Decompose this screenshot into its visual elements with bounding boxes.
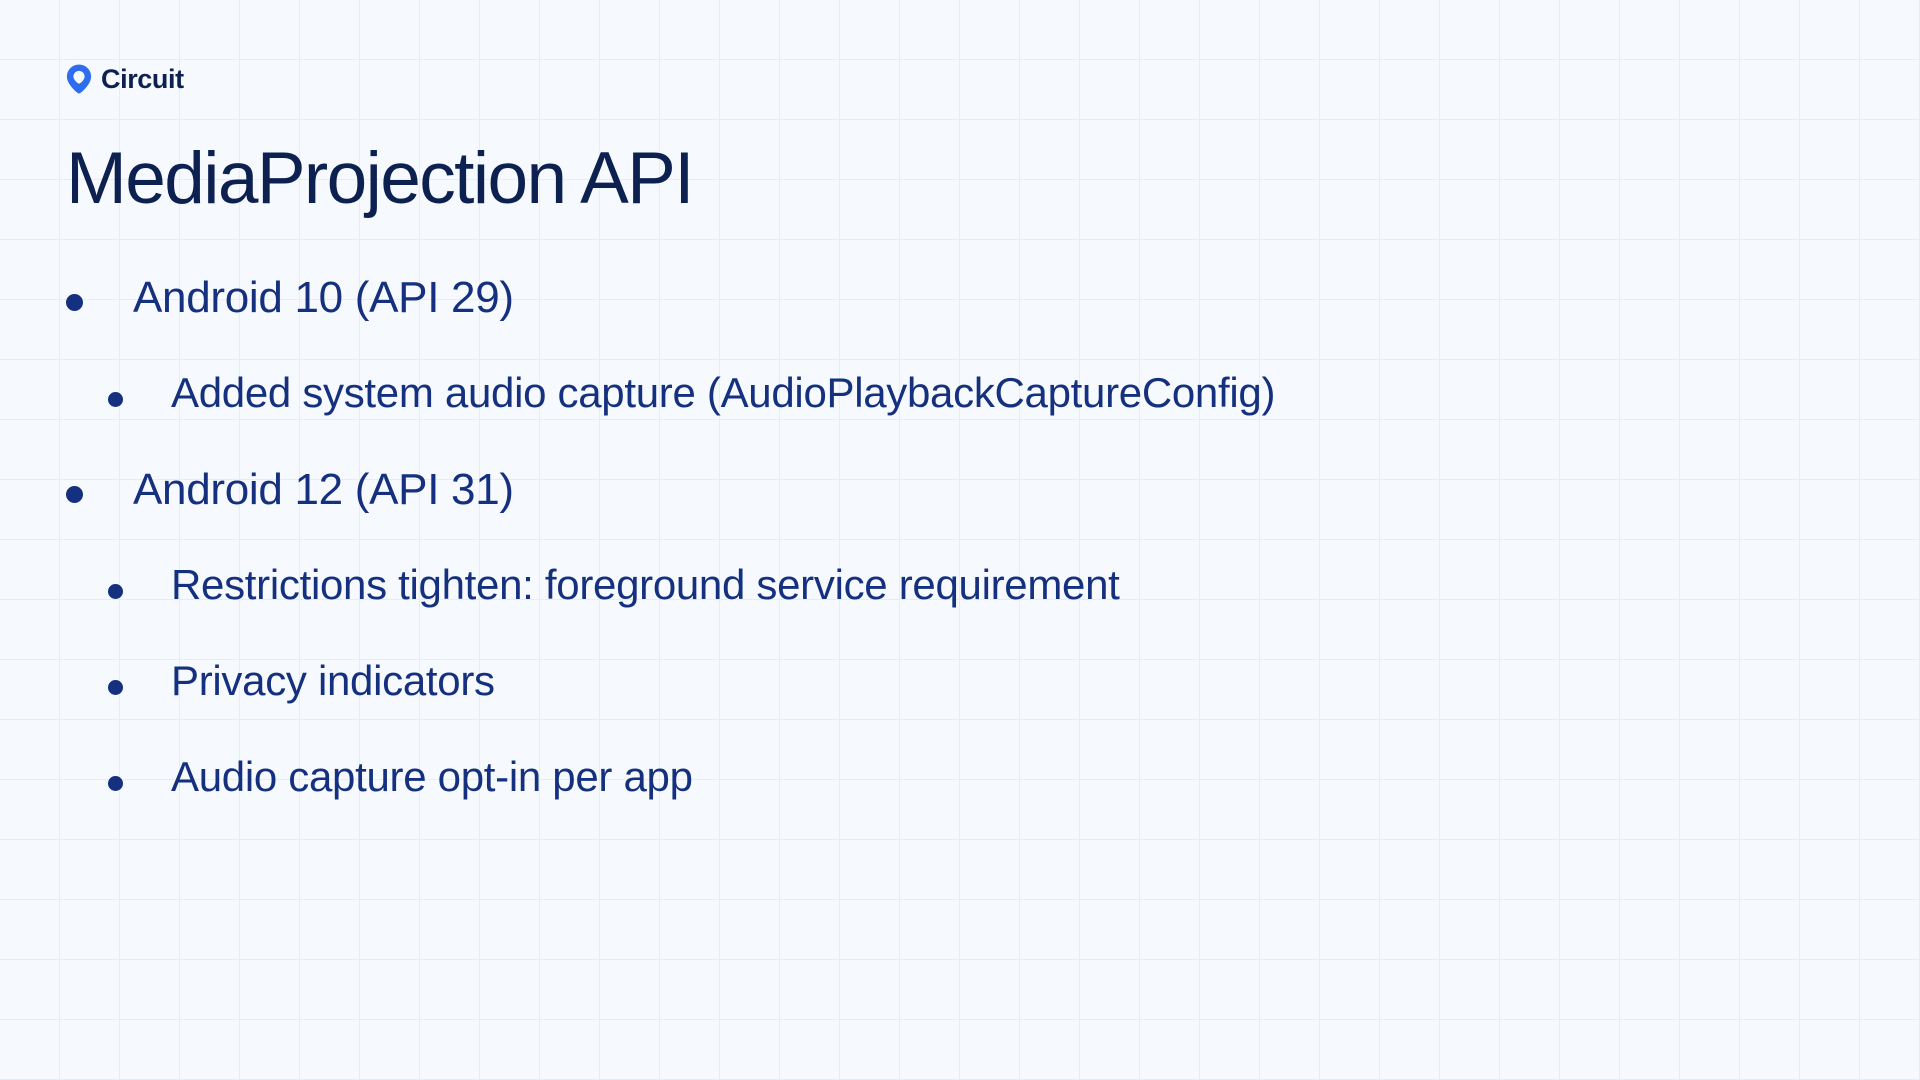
bullet-dot-icon (108, 776, 123, 791)
bullet-dot-icon (108, 584, 123, 599)
list-item: Added system audio capture (AudioPlaybac… (66, 368, 1856, 464)
bullet-dot-icon (108, 680, 123, 695)
list-item-label: Android 12 (API 31) (133, 465, 514, 514)
map-pin-icon (66, 64, 92, 94)
brand-logo: Circuit (66, 62, 184, 96)
list-item: Android 10 (API 29) (66, 272, 1856, 368)
page-title: MediaProjection API (66, 138, 695, 219)
brand-name: Circuit (101, 63, 184, 94)
list-item-label: Android 10 (API 29) (133, 273, 514, 322)
list-item: Audio capture opt-in per app (66, 752, 1856, 848)
bullet-list: Android 10 (API 29) Added system audio c… (66, 272, 1856, 848)
list-item-label: Privacy indicators (171, 657, 495, 704)
list-item-label: Restrictions tighten: foreground service… (171, 561, 1120, 608)
list-item: Privacy indicators (66, 656, 1856, 752)
list-item-label: Added system audio capture (AudioPlaybac… (171, 369, 1276, 416)
list-item: Restrictions tighten: foreground service… (66, 560, 1856, 656)
list-item-label: Audio capture opt-in per app (171, 753, 693, 800)
bullet-dot-icon (66, 486, 83, 503)
list-item: Android 12 (API 31) (66, 464, 1856, 560)
bullet-dot-icon (108, 392, 123, 407)
bullet-dot-icon (66, 294, 83, 311)
